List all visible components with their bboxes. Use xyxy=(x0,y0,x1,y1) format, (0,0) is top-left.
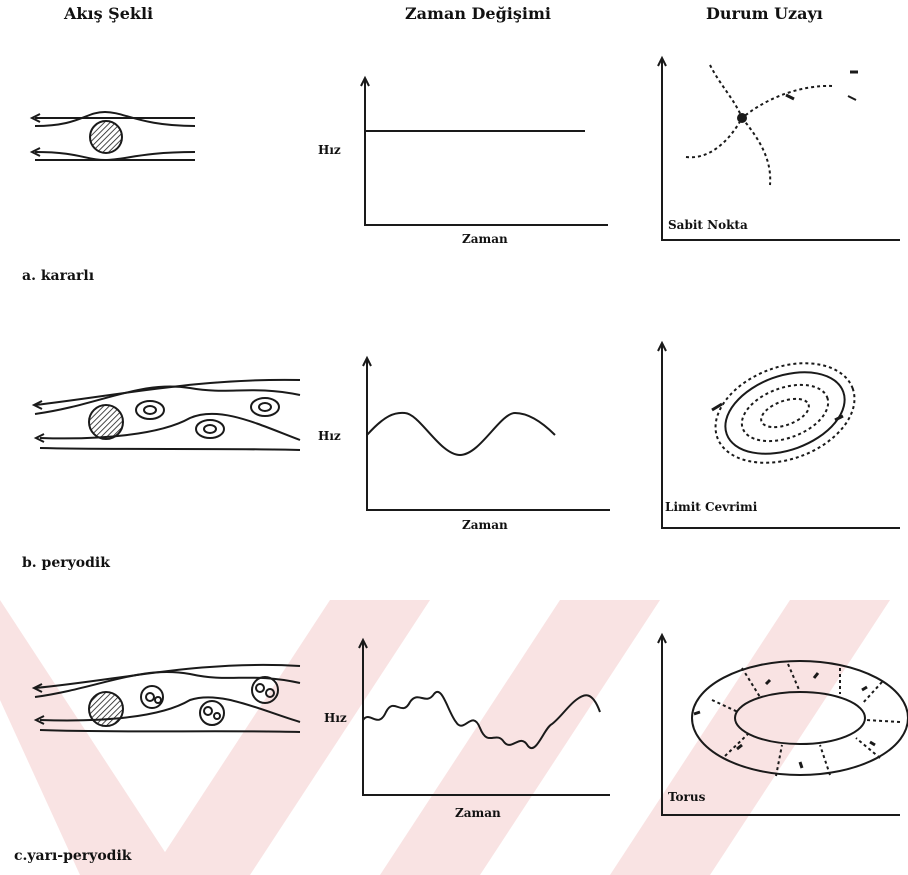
time-plot-quasiperiodic xyxy=(359,640,610,795)
state-limit-cycle xyxy=(658,343,900,528)
flow-steady xyxy=(32,112,195,160)
time-plot-periodic xyxy=(363,358,610,510)
flow-quasiperiodic xyxy=(34,665,300,732)
time-plot-steady xyxy=(361,78,608,225)
state-fixed-point xyxy=(658,58,900,240)
state-torus xyxy=(658,635,908,815)
flow-periodic xyxy=(34,380,300,450)
